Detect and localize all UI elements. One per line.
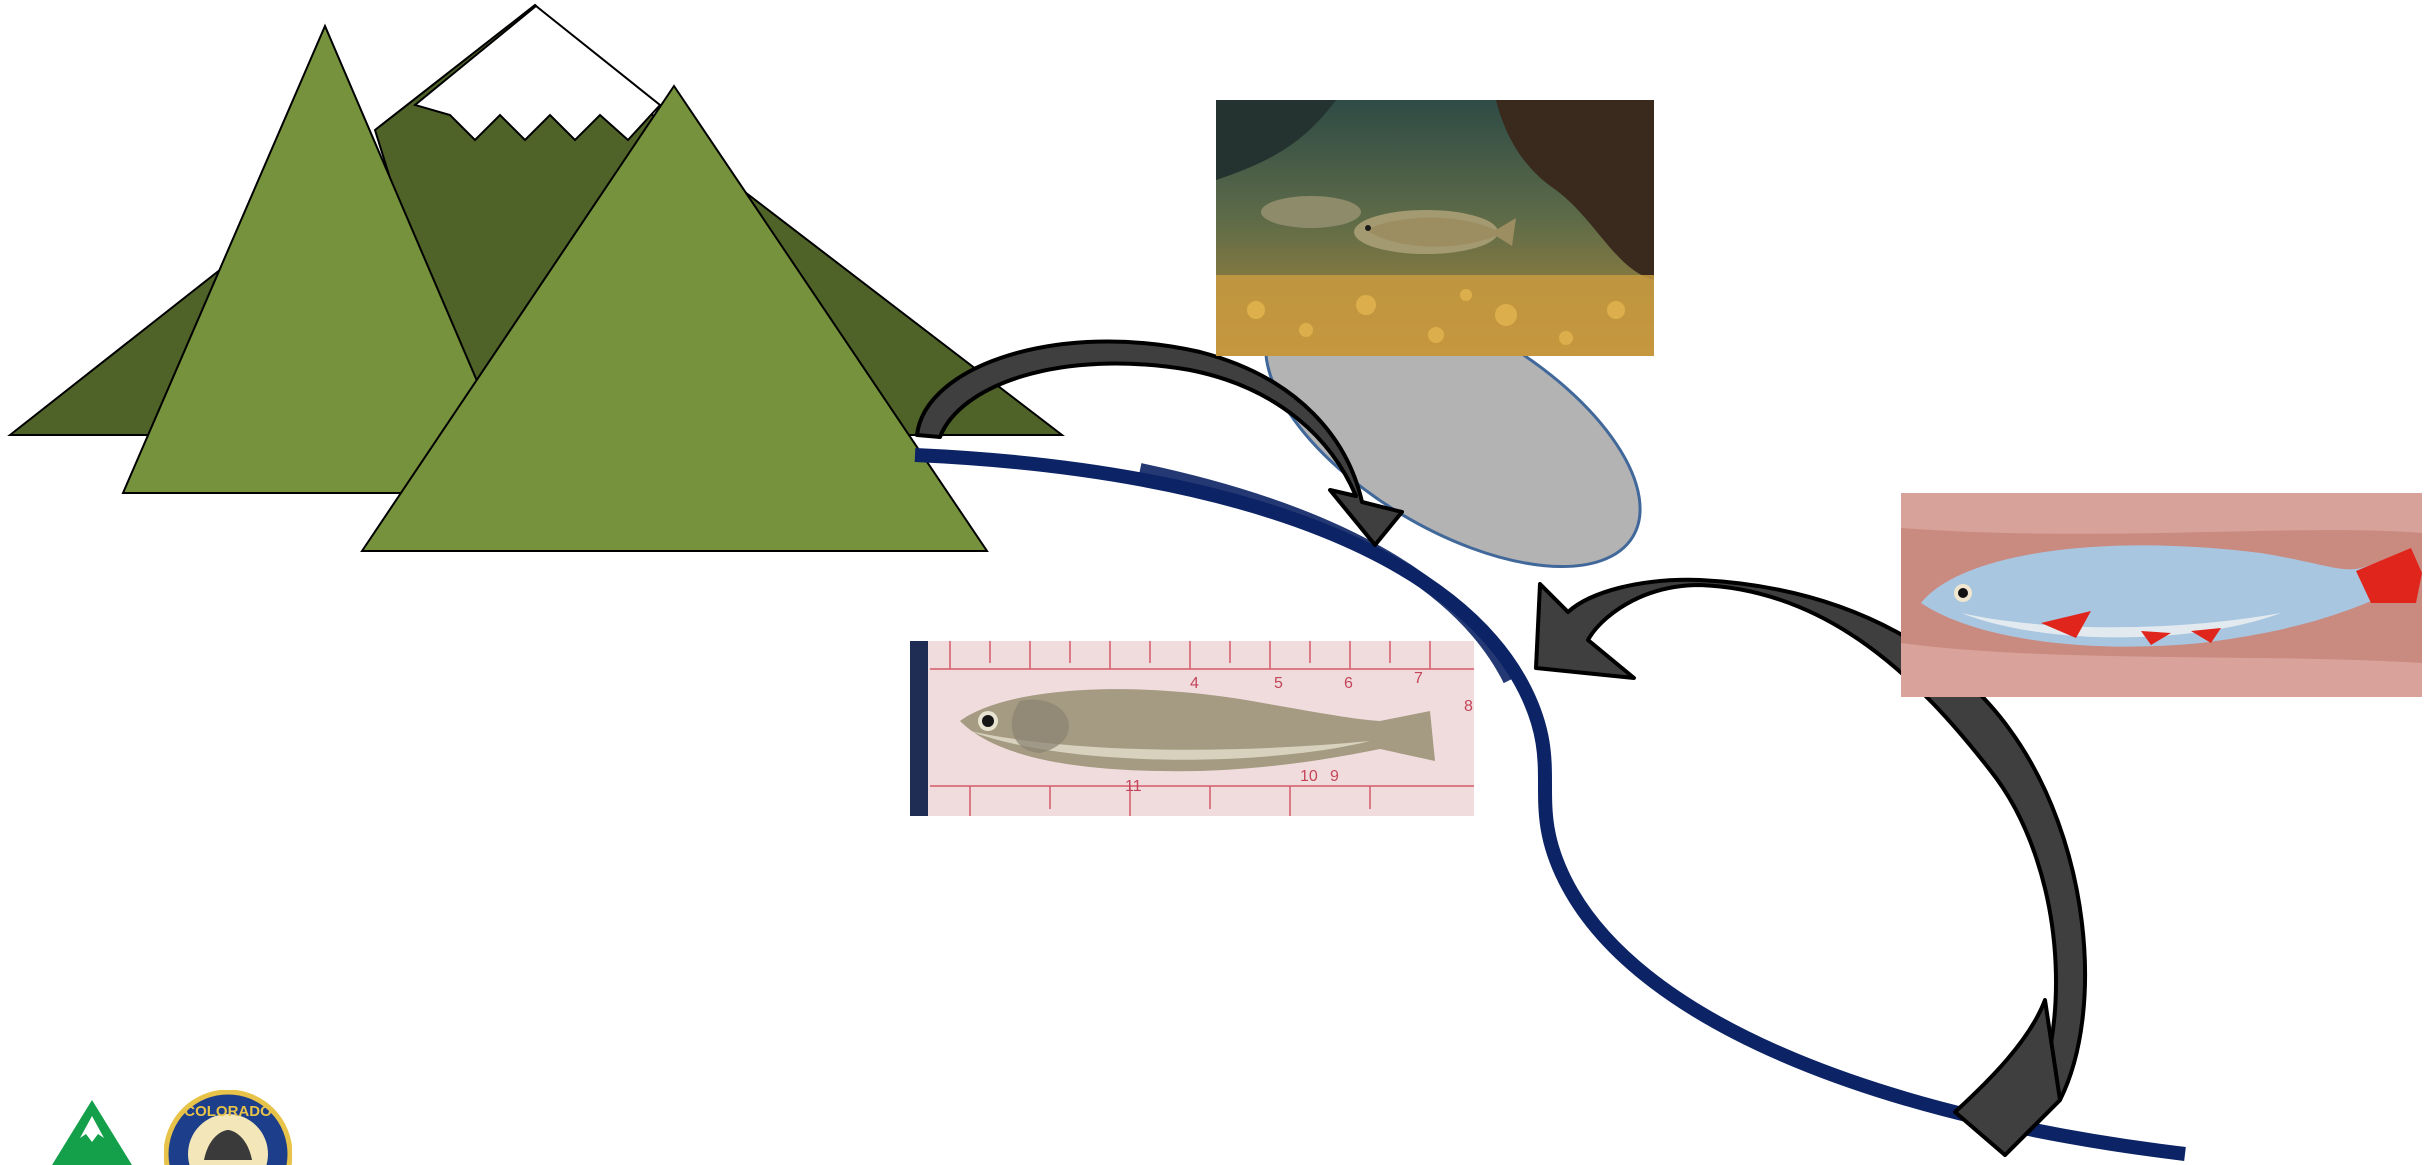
- ruler-mark-9: 9: [1330, 768, 1339, 785]
- fish-on-ruler-photo-icon: 4 5 6 7 8 9 10 11: [910, 641, 1474, 816]
- ruler-mark-6: 6: [1344, 675, 1353, 692]
- fish-in-hand-photo-icon: [1901, 493, 2422, 697]
- colorado-seal-logo: COLORADO: [164, 1090, 292, 1165]
- ruler-mark-4: 4: [1190, 675, 1199, 692]
- underwater-fish-photo-icon: [1216, 100, 1654, 356]
- stream-fish-photo: [1216, 100, 1654, 356]
- red-finned-fish-photo: [1901, 493, 2422, 697]
- ruler-mark-7: 7: [1414, 670, 1423, 687]
- cpw-mountain-logo: [52, 1098, 132, 1165]
- seal-text: COLORADO: [184, 1103, 272, 1120]
- minnow-on-ruler-photo: 4 5 6 7 8 9 10 11: [910, 641, 1474, 816]
- ruler-mark-5: 5: [1274, 675, 1283, 692]
- ruler-mark-11: 11: [1125, 778, 1142, 795]
- ruler-mark-8: 8: [1464, 698, 1473, 715]
- ruler-mark-10: 10: [1300, 768, 1318, 785]
